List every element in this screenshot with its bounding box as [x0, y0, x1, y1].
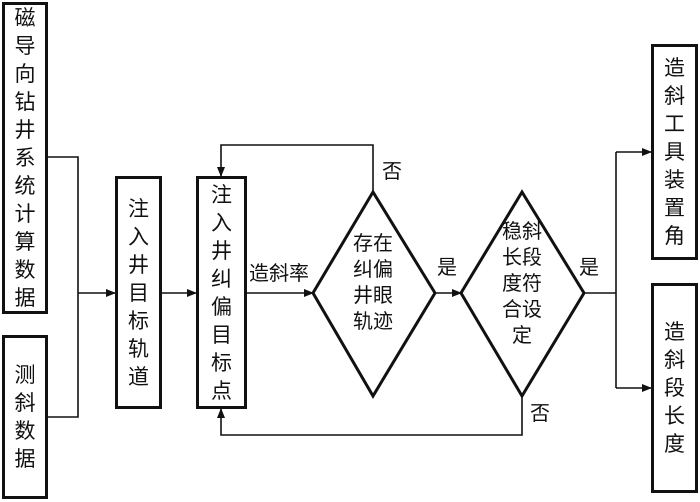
connector-incl-data	[48, 293, 79, 418]
edge-label-yes-1: 是	[437, 255, 457, 279]
box-incl-data: 测斜数据	[2, 335, 48, 499]
label-mag-data: 磁导向钻井系统计算数据	[14, 6, 36, 310]
box-tool-angle: 造斜工具装置角	[651, 44, 698, 260]
edge-label-yes-2: 是	[579, 255, 599, 279]
box-target-traj: 注入井目标轨道	[115, 176, 162, 409]
label-build-length: 造斜段长度	[664, 320, 685, 456]
box-correction-point: 注入井纠偏目标点	[196, 176, 247, 409]
decision-length-text: 稳斜长段度符合设定	[502, 219, 542, 347]
label-tool-angle: 造斜工具装置角	[664, 56, 685, 248]
arrow-no-1	[217, 144, 374, 192]
decision-length-diamond	[459, 189, 586, 399]
edge-label-no-1: 否	[382, 159, 402, 183]
label-target-traj: 注入井目标轨道	[128, 196, 149, 389]
arrow-no-2	[217, 396, 523, 436]
decision-deviation-diamond	[311, 189, 437, 399]
box-mag-data: 磁导向钻井系统计算数据	[2, 2, 48, 314]
connector-mag-data	[48, 156, 79, 293]
edge-label-no-2: 否	[530, 401, 550, 425]
label-incl-data: 测斜数据	[14, 363, 36, 471]
edge-label-build-rate: 造斜率	[249, 261, 309, 285]
label-correction-point: 注入井纠偏目标点	[211, 182, 232, 403]
decision-deviation-text: 存在纠偏井眼轨迹	[353, 231, 393, 333]
box-build-length: 造斜段长度	[651, 283, 698, 493]
